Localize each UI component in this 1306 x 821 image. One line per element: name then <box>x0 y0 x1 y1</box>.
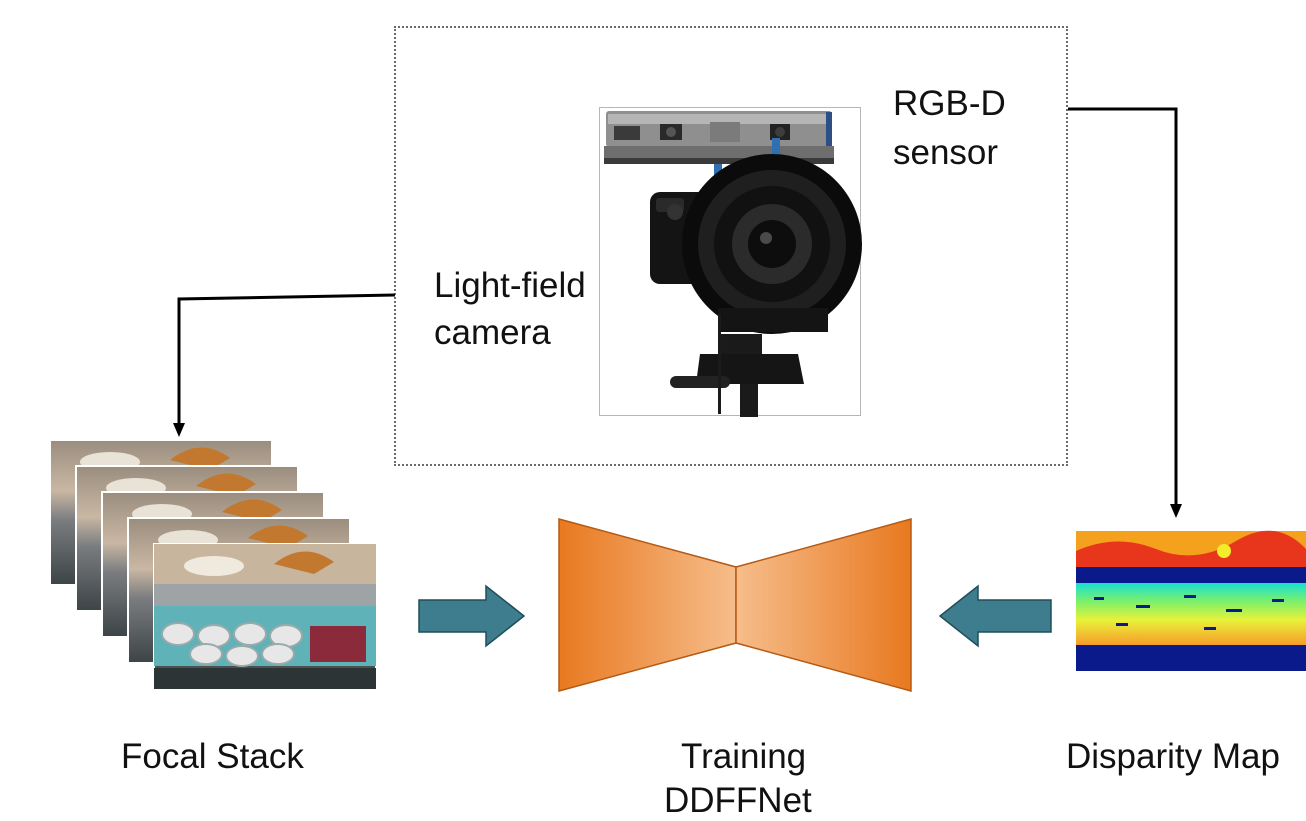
lightfield-camera-label-line1: Light-field <box>434 266 586 305</box>
camera-rig-photo <box>599 107 862 417</box>
disparity-arrowhead <box>1170 504 1182 518</box>
lightfield-camera-label-line2: camera <box>434 313 551 352</box>
network-encoder <box>558 518 737 692</box>
training-caption-line2: DDFFNet <box>664 781 812 820</box>
connector-lines <box>173 107 1182 518</box>
focal-stack-arrowhead <box>173 423 185 437</box>
supervision-arrow <box>938 584 1052 648</box>
disparity-map-image <box>1076 530 1306 676</box>
disparity-map-caption: Disparity Map <box>1066 737 1280 776</box>
lightfield-to-focal-stack-connector <box>177 293 396 428</box>
network-decoder <box>735 518 912 692</box>
focal-stack-caption: Focal Stack <box>121 737 304 776</box>
rgbd-sensor-label-line2: sensor <box>893 133 999 172</box>
rgbd-sensor-label-line1: RGB-D <box>893 84 1006 123</box>
input-arrow <box>418 584 526 648</box>
ddffnet-network-shape <box>558 518 912 692</box>
training-caption-line1: Training <box>681 737 807 776</box>
focal-stack-images <box>49 439 380 700</box>
capture-rig-box <box>394 26 1068 466</box>
focal-slice-5 <box>153 543 377 690</box>
rgbd-to-disparity-connector <box>1068 107 1178 508</box>
